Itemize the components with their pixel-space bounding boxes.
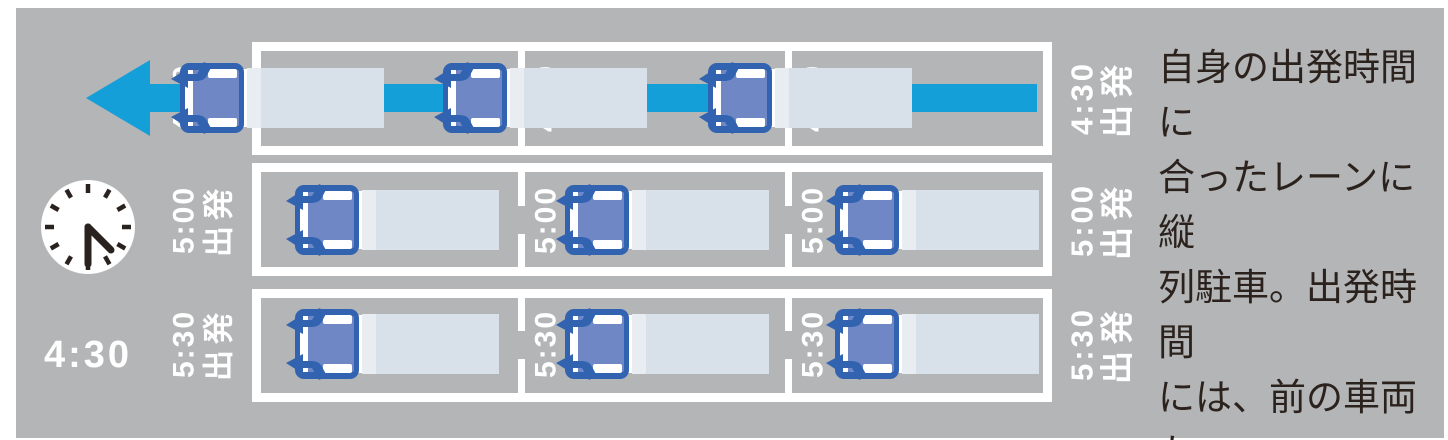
stall-divider bbox=[518, 112, 525, 146]
stall-divider bbox=[518, 172, 525, 206]
lane-label-right-530: 5:30 出発 bbox=[1064, 304, 1136, 384]
stall-divider bbox=[518, 359, 525, 393]
caption-text: 自身の出発時間に 合ったレーンに縦 列駐車。出発時間 には、前の車両か ら順番に… bbox=[1158, 47, 1417, 440]
truck-icon bbox=[553, 180, 773, 260]
truck-icon bbox=[823, 304, 1043, 384]
stall-divider bbox=[785, 359, 792, 393]
stall-divider bbox=[518, 298, 525, 331]
truck-icon bbox=[823, 180, 1043, 260]
truck-icon bbox=[696, 58, 916, 138]
stall-divider bbox=[518, 51, 525, 84]
stall-divider bbox=[518, 234, 525, 267]
truck-icon bbox=[283, 304, 503, 384]
stall-divider bbox=[785, 298, 792, 331]
stall-divider bbox=[785, 172, 792, 206]
stall-divider bbox=[785, 51, 792, 84]
lane-label-left-500: 5:00 出発 bbox=[167, 183, 237, 257]
lane-label-right-500: 5:00 出発 bbox=[1064, 180, 1136, 260]
lane-label-right-430: 4:30 出発 bbox=[1064, 58, 1136, 138]
clock-icon bbox=[41, 180, 135, 274]
truck-icon bbox=[553, 304, 773, 384]
stall-divider bbox=[785, 112, 792, 146]
lane-box-500 bbox=[252, 163, 1052, 276]
lane-label-left-530: 5:30 出発 bbox=[167, 307, 237, 381]
truck-icon bbox=[283, 180, 503, 260]
truck-icon bbox=[431, 58, 651, 138]
current-time-label: 4:30 bbox=[43, 334, 133, 376]
lane-box-530 bbox=[252, 289, 1052, 402]
stall-divider bbox=[785, 234, 792, 267]
truck-icon bbox=[168, 58, 388, 138]
